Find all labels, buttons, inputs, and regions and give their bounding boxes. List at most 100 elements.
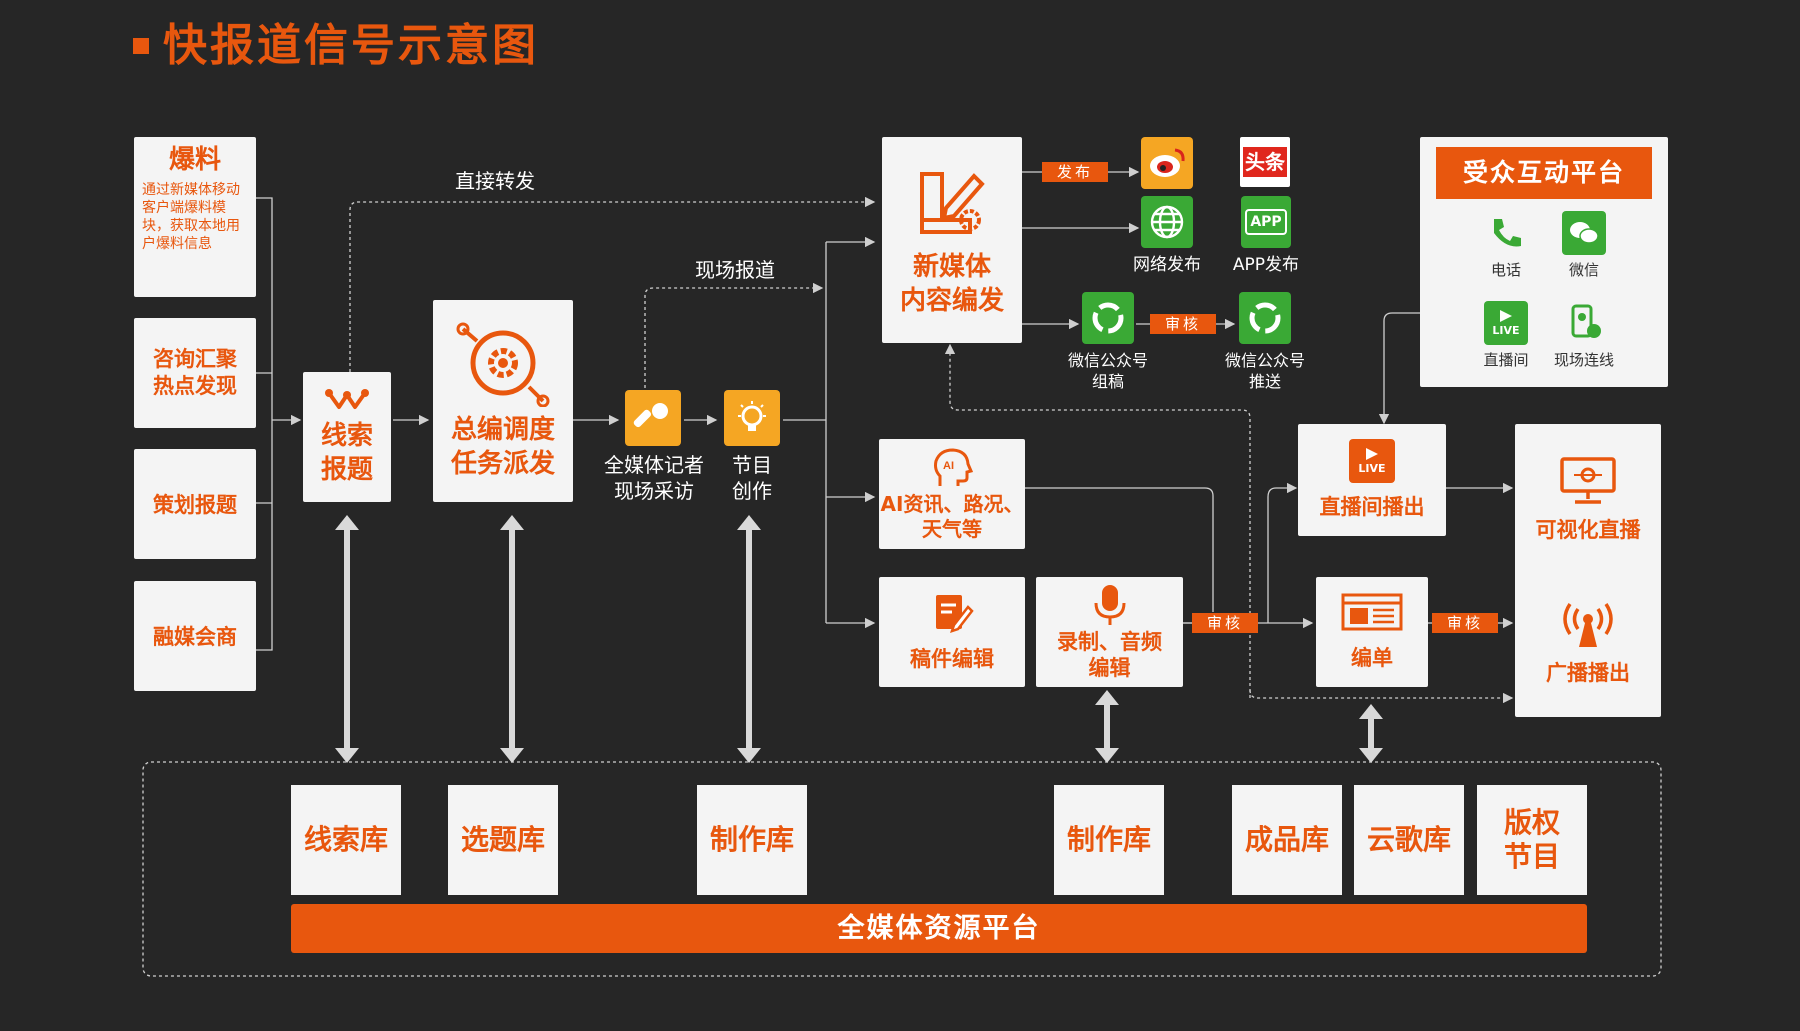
node-biandan-label: 编单: [1351, 646, 1393, 670]
label-wechat-draft: 微信公众号 组稿: [1058, 350, 1158, 392]
library-xiansuo: 线索库: [291, 785, 401, 895]
node-biandan: 编单: [1316, 577, 1428, 687]
label-wechat: 微信: [1568, 261, 1599, 279]
node-broadcast-label: 广播播出: [1546, 661, 1630, 685]
tag-publish: 发布: [1042, 162, 1108, 182]
live-room-icon: LIVE: [1484, 301, 1528, 345]
monitor-icon: [1560, 457, 1616, 504]
source-cehua-label: 策划报题: [153, 493, 237, 517]
toutiao-label: 头条: [1243, 147, 1287, 177]
node-broadcast: 广播播出: [1515, 584, 1661, 704]
double-arrow-4: [1095, 690, 1119, 763]
source-ronghui-label: 融媒会商: [153, 625, 237, 649]
label-wechat-push-line2: 推送: [1248, 372, 1281, 391]
library-zhizuo-1: 制作库: [697, 785, 807, 895]
node-luzhi: 录制、音频 编辑: [1036, 577, 1183, 687]
node-newmedia: 新媒体 内容编发: [882, 137, 1022, 343]
svg-text:AI: AI: [943, 460, 954, 472]
node-luzhi-line1: 录制、音频: [1057, 630, 1162, 654]
label-app-publish: APP发布: [1232, 255, 1300, 275]
node-zongbian-line2: 任务派发: [450, 449, 555, 479]
title-marker: [133, 38, 149, 54]
resource-platform-bar: 全媒体资源平台: [291, 904, 1587, 953]
live-badge-liveroom: LIVE: [1358, 462, 1386, 475]
node-ai-line1: AI资讯、路况、: [880, 492, 1024, 516]
microphone-record-icon: [1094, 585, 1125, 625]
live-badge-audience: LIVE: [1492, 324, 1520, 337]
node-xiansuo-line1: 线索: [320, 421, 373, 451]
label-wechat-push-line1: 微信公众号: [1224, 351, 1305, 370]
source-baoliao-title: 爆料: [168, 145, 221, 175]
audience-panel: 受众互动平台 电话 微信 LIVE 直播间 现场连线: [1420, 137, 1668, 387]
label-scene-connect: 现场连线: [1553, 351, 1614, 369]
weibo-icon: [1141, 137, 1193, 189]
label-live-room: 直播间: [1483, 351, 1529, 369]
globe-icon: [1141, 196, 1193, 248]
node-ai: AI AI资讯、路况、 天气等: [879, 439, 1025, 549]
wechat-official-icon: [1082, 292, 1134, 344]
node-liveroom-label: 直播间播出: [1319, 495, 1425, 519]
lightbulb-icon: [724, 390, 780, 446]
label-wechat-push: 微信公众号 推送: [1215, 350, 1315, 392]
page-title: 快报道信号示意图: [163, 20, 539, 71]
source-baoliao-desc: 通过新媒体移动客户端爆料模块，获取本地用户爆料信息: [142, 182, 240, 252]
library-chengpin: 成品库: [1232, 785, 1342, 895]
wave-icon: [325, 389, 369, 409]
library-banquan: 版权 节目: [1477, 785, 1587, 895]
double-arrow-3: [737, 515, 761, 763]
broadcast-tower-icon: [1563, 603, 1613, 647]
app-icon-label: APP: [1245, 209, 1287, 235]
node-luzhi-line2: 编辑: [1088, 656, 1131, 680]
node-reporter-line2: 现场采访: [614, 479, 694, 503]
node-ai-line2: 天气等: [922, 517, 982, 541]
library-yunge: 云歌库: [1354, 785, 1464, 895]
label-direct-forward: 直接转发: [455, 169, 535, 193]
source-ronghui: 融媒会商: [134, 581, 256, 691]
toutiao-icon: 头条: [1240, 137, 1290, 187]
label-wechat-draft-line2: 组稿: [1091, 372, 1124, 391]
node-program-line1: 节目: [732, 453, 772, 477]
library-zhizuo-2: 制作库: [1054, 785, 1164, 895]
node-gaojian-label: 稿件编辑: [910, 647, 994, 671]
library-banquan-line1: 版权: [1503, 806, 1560, 839]
app-icon: APP: [1241, 196, 1291, 248]
document-edit-icon: [936, 595, 974, 633]
schedule-list-icon: [1341, 593, 1403, 631]
source-zixun: 咨询汇聚 热点发现: [134, 318, 256, 428]
wechat-official-push-icon: [1239, 292, 1291, 344]
ai-head-icon: AI: [934, 448, 974, 486]
library-xuanti: 选题库: [448, 785, 558, 895]
output-panel: 可视化直播 广播播出: [1515, 424, 1661, 717]
gear-target-icon: [456, 322, 550, 407]
node-zongbian-line1: 总编调度: [450, 415, 555, 445]
tag-review-schedule: 审核: [1432, 613, 1498, 633]
double-arrow-5: [1359, 704, 1383, 763]
node-liveroom: LIVE 直播间播出: [1298, 424, 1446, 536]
live-icon: LIVE: [1349, 439, 1395, 483]
microphone-icon: [625, 390, 681, 446]
double-arrow-1: [335, 515, 359, 763]
node-gaojian: 稿件编辑: [879, 577, 1025, 687]
scene-connect-icon: [1562, 301, 1606, 345]
node-program: 节目 创作: [712, 452, 792, 504]
node-reporter: 全媒体记者 现场采访: [592, 452, 716, 504]
node-reporter-line1: 全媒体记者: [604, 453, 704, 477]
label-wechat-draft-line1: 微信公众号: [1067, 351, 1148, 370]
node-visual-label: 可视化直播: [1535, 518, 1641, 542]
label-web-publish: 网络发布: [1133, 255, 1201, 275]
node-xiansuo-line2: 报题: [320, 455, 373, 485]
tag-review-audio: 审核: [1192, 613, 1258, 633]
node-visual: 可视化直播: [1515, 440, 1661, 560]
source-zixun-line2: 热点发现: [153, 374, 237, 398]
node-zongbian: 总编调度 任务派发: [433, 300, 573, 502]
node-xiansuo: 线索 报题: [303, 372, 391, 502]
label-scene-report: 现场报道: [695, 258, 775, 282]
audience-title: 受众互动平台: [1436, 147, 1652, 199]
source-cehua: 策划报题: [134, 449, 256, 559]
tag-review-wechat: 审核: [1150, 314, 1216, 334]
label-phone: 电话: [1490, 261, 1521, 279]
node-program-line2: 创作: [732, 479, 772, 503]
double-arrow-2: [500, 515, 524, 763]
design-edit-icon: [920, 172, 985, 234]
node-newmedia-line1: 新媒体: [912, 252, 991, 282]
